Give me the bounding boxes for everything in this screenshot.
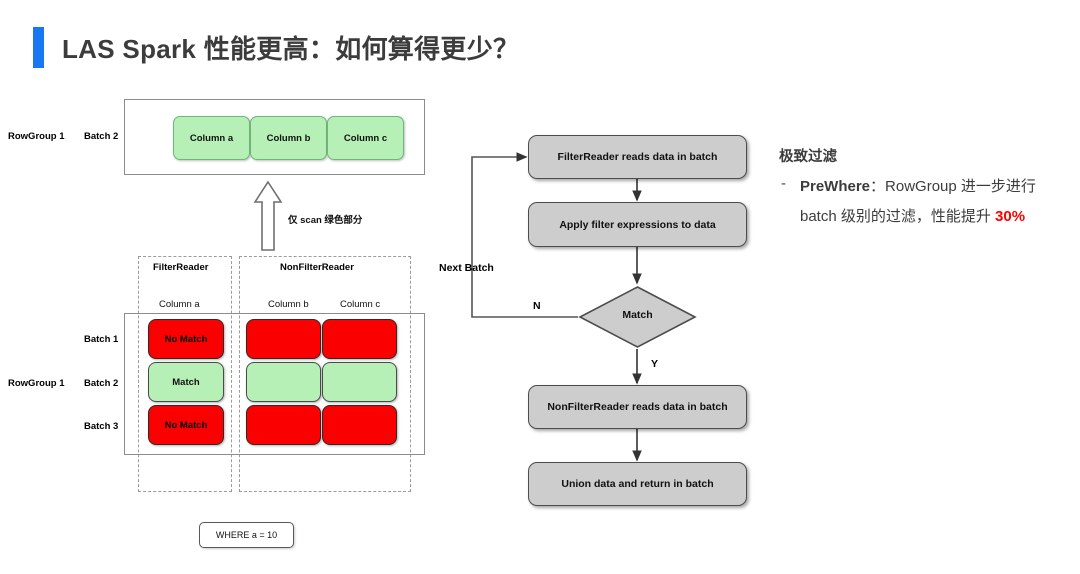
cell-batch2-column-c bbox=[322, 362, 397, 402]
side-note-bullet-marker: - bbox=[781, 175, 786, 192]
page-title: LAS Spark 性能更高：如何算得更少？ bbox=[62, 34, 520, 64]
cell-batch2-column-b bbox=[246, 362, 321, 402]
title-accent-bar bbox=[33, 27, 44, 68]
nonfilterreader-label: NonFilterReader bbox=[280, 262, 354, 273]
rowgroup-table-container bbox=[124, 313, 425, 455]
nonfilterreader-region bbox=[239, 256, 411, 492]
cell-batch1-column-c bbox=[322, 319, 397, 359]
table-column-b-header: Column b bbox=[268, 299, 309, 310]
side-note-heading: 极致过滤 bbox=[779, 149, 837, 165]
scan-note-label: 仅 scan 绿色部分 bbox=[288, 215, 363, 226]
table-column-c-header: Column c bbox=[340, 299, 381, 310]
flow-edge-label-no: N bbox=[533, 300, 541, 312]
cell-batch3-column-c bbox=[322, 405, 397, 445]
top-batch-label: Batch 2 bbox=[84, 131, 119, 142]
filterreader-region bbox=[138, 256, 232, 492]
cell-batch3-column-b bbox=[246, 405, 321, 445]
cell-batch3-column-a: No Match bbox=[148, 405, 224, 445]
flow-step-filterreader-read: FilterReader reads data in batch bbox=[528, 135, 747, 179]
side-note-highlight: 30% bbox=[995, 208, 1026, 225]
top-rowgroup-label: RowGroup 1 bbox=[8, 131, 65, 142]
table-rowgroup-label: RowGroup 1 bbox=[8, 378, 65, 389]
filterreader-label: FilterReader bbox=[153, 262, 209, 273]
cell-batch2-column-a: Match bbox=[148, 362, 224, 402]
flow-decision-label: Match bbox=[622, 309, 653, 321]
cell-batch1-column-a: No Match bbox=[148, 319, 224, 359]
up-arrow-icon bbox=[253, 180, 283, 251]
table-column-a-header: Column a bbox=[159, 299, 200, 310]
top-column-a-box: Column a bbox=[173, 116, 250, 160]
flow-decision-diamond bbox=[578, 286, 697, 348]
table-batch-2-label: Batch 2 bbox=[84, 378, 119, 389]
flow-edge-label-yes: Y bbox=[651, 358, 659, 370]
flow-step-union-return: Union data and return in batch bbox=[528, 462, 747, 506]
table-batch-3-label: Batch 3 bbox=[84, 421, 119, 432]
cell-batch1-column-b bbox=[246, 319, 321, 359]
side-note-bullet-prefix: PreWhere bbox=[800, 178, 871, 195]
where-clause-box: WHERE a = 10 bbox=[199, 522, 294, 548]
flow-step-apply-filter: Apply filter expressions to data bbox=[528, 202, 747, 247]
top-column-c-box: Column c bbox=[327, 116, 404, 160]
side-note-bullet-text: PreWhere：RowGroup 进一步进行 batch 级别的过滤，性能提升… bbox=[800, 172, 1050, 232]
table-batch-1-label: Batch 1 bbox=[84, 334, 119, 345]
side-note-bullet-body: ：RowGroup 进一步进行 batch 级别的过滤，性能提升 bbox=[800, 178, 1036, 225]
top-column-b-box: Column b bbox=[250, 116, 327, 160]
flow-edge-label-next-batch: Next Batch bbox=[439, 262, 494, 274]
flow-step-nonfilterreader-read: NonFilterReader reads data in batch bbox=[528, 385, 747, 429]
